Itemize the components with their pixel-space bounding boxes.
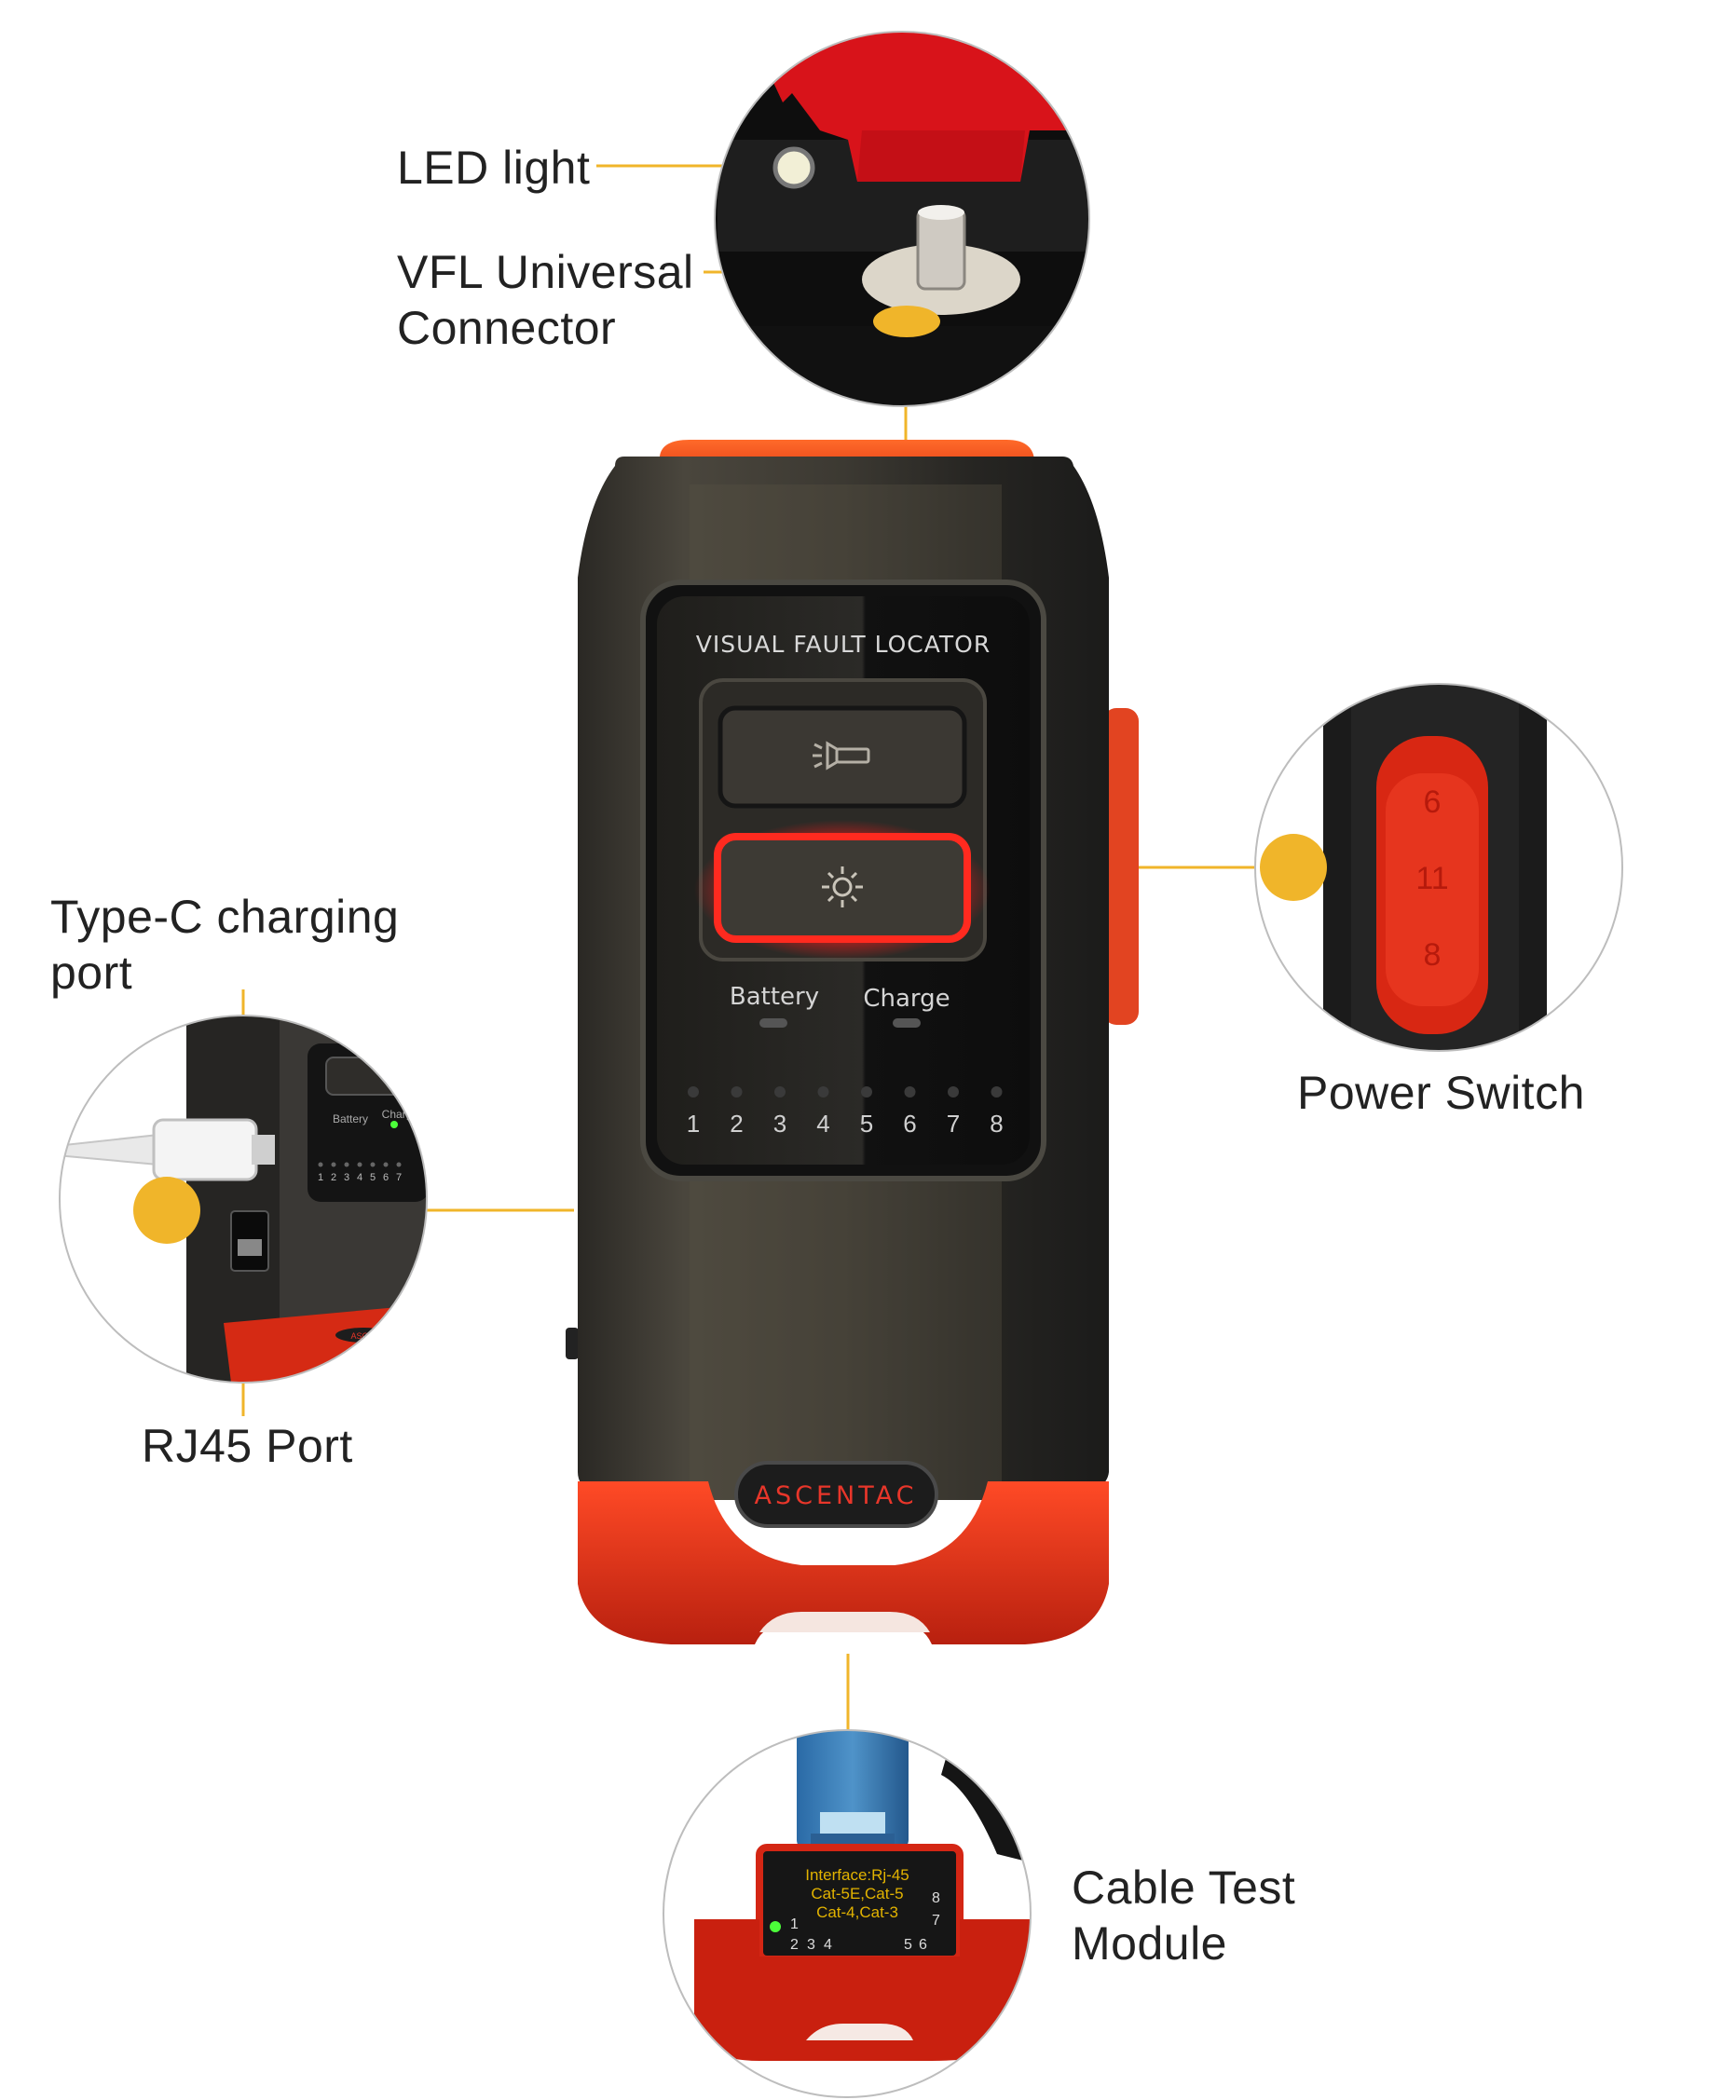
inset-port-number-7: 7 (396, 1172, 402, 1183)
inset-cable-test-module: Interface:Rj-45 Cat-5E,Cat-5 Cat-4,Cat-3… (663, 1729, 1032, 2098)
flashlight-button[interactable] (718, 705, 967, 809)
label-rj45-port: RJ45 Port (142, 1420, 353, 1472)
inset-power-switch: 6 11 8 (1254, 683, 1623, 1052)
charge-led (893, 1018, 921, 1028)
battery-led (759, 1018, 787, 1028)
inset-port-number-3: 3 (344, 1172, 349, 1183)
device: VISUAL FAULT LOCATOR Battery Charge 1 2 3 4… (566, 440, 1139, 1644)
module-pin-5: 5 (904, 1937, 912, 1953)
port-led-8 (991, 1086, 1003, 1098)
inset-port-number-5: 5 (370, 1172, 376, 1183)
port-leds: 1 2 3 4 5 6 7 8 (687, 1086, 1004, 1138)
port-number-4: 4 (816, 1110, 829, 1138)
module-pin-6: 6 (919, 1937, 927, 1953)
label-vfl-connector: VFL Universal Connector (397, 246, 694, 354)
module-line-3: Cat-4,Cat-3 (816, 1903, 898, 1921)
device-side-switch (1103, 708, 1139, 1025)
port-number-7: 7 (947, 1110, 960, 1138)
port-number-6: 6 (903, 1110, 916, 1138)
port-led-7 (948, 1086, 959, 1098)
port-led-5 (861, 1086, 872, 1098)
module-pin-4: 4 (824, 1937, 832, 1953)
led-light (772, 146, 815, 189)
label-cable-test-module: Cable Test Module (1072, 1861, 1296, 1970)
charge-label: Charge (863, 985, 950, 1013)
device-left-nub (566, 1328, 579, 1359)
inset-vfl-connector (714, 31, 1090, 407)
brand-plate (734, 1461, 938, 1528)
inset-port-led-4 (357, 1162, 362, 1167)
port-number-2: 2 (730, 1110, 743, 1138)
module-line-2: Cat-5E,Cat-5 (811, 1885, 903, 1902)
inset-port-led-5 (370, 1162, 376, 1167)
lanyard-slot (759, 1612, 930, 1632)
port-led-1 (688, 1086, 699, 1098)
port-number-1: 1 (687, 1110, 700, 1138)
module-green-led (770, 1921, 781, 1932)
switch-mark-1: 6 (1424, 784, 1442, 820)
callout-dot-top (873, 306, 940, 337)
port-led-4 (817, 1086, 829, 1098)
panel-title: VISUAL FAULT LOCATOR (696, 631, 991, 658)
module-line-1: Interface:Rj-45 (805, 1866, 909, 1884)
port-led-6 (904, 1086, 916, 1098)
switch-mark-3: 8 (1424, 937, 1442, 973)
module-pin-3: 3 (807, 1937, 815, 1953)
laser-button[interactable] (714, 833, 971, 943)
flashlight-icon (813, 741, 870, 770)
battery-label: Battery (730, 983, 819, 1011)
inset-port-number-2: 2 (331, 1172, 336, 1183)
module-pin-7: 7 (932, 1913, 940, 1929)
port-led-2 (731, 1086, 743, 1098)
port-number-3: 3 (773, 1110, 786, 1138)
label-led-light: LED light (397, 142, 591, 194)
device-bottom-red (578, 1481, 1109, 1644)
brand-logo: ASCENTAC (755, 1481, 918, 1510)
inset-port-led-1 (318, 1162, 323, 1167)
switch-marks: 6 11 8 (1415, 784, 1448, 973)
laser-icon (822, 866, 863, 907)
port-number-8: 8 (990, 1110, 1003, 1138)
label-type-c-port: Type-C charging port (50, 891, 400, 999)
switch-mark-2: 11 (1415, 861, 1448, 896)
module-pin-8: 8 (932, 1890, 940, 1906)
type-c-plug (152, 1118, 258, 1181)
inset-port-number-1: 1 (318, 1172, 323, 1183)
inset-port-led-7 (396, 1162, 402, 1167)
port-led-3 (774, 1086, 786, 1098)
label-power-switch: Power Switch (1297, 1067, 1585, 1119)
inset-port-number-6: 6 (383, 1172, 389, 1183)
module-pin-2: 2 (790, 1937, 799, 1953)
module-pin-1: 1 (790, 1916, 799, 1932)
callout-dot-right (1260, 834, 1327, 901)
inset-port-led-3 (344, 1162, 349, 1167)
port-number-5: 5 (860, 1110, 873, 1138)
vfl-connector (916, 208, 966, 291)
inset-port-led-6 (383, 1162, 389, 1167)
inset-port-led-2 (331, 1162, 336, 1167)
inset-port-number-4: 4 (357, 1172, 362, 1183)
inset-battery-label: Battery (333, 1112, 368, 1125)
callout-dot-left (133, 1177, 200, 1244)
